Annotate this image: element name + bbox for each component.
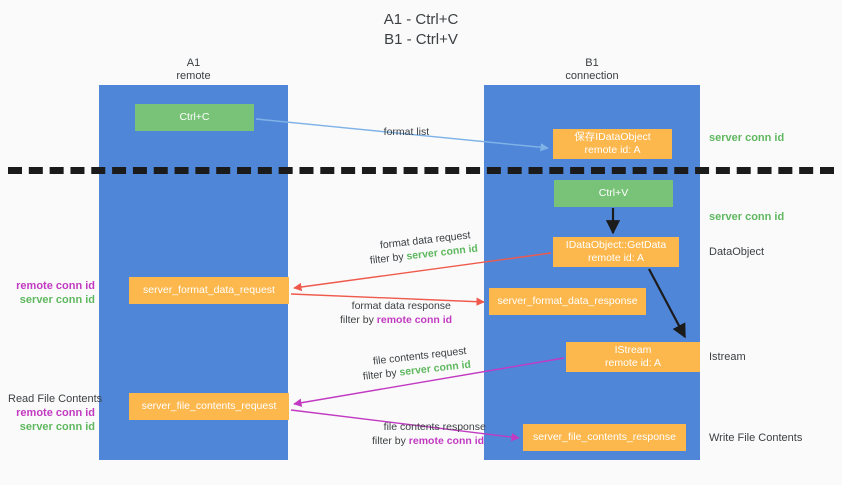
annotation-server-conn-id-mid: server conn id	[709, 211, 785, 223]
dashed-divider	[8, 167, 834, 174]
edge-label-format-list-text: format list	[383, 126, 430, 138]
lane-b1-subtitle: connection	[565, 70, 619, 82]
node-istream-label: IStream	[614, 344, 652, 356]
edge-label-file-contents-request-filter-prefix: filter by	[362, 366, 401, 383]
node-server-format-data-request[interactable]: server_format_data_request	[129, 277, 289, 304]
edge-label-format-data-response: format data response filter by remote co…	[340, 285, 452, 341]
node-idataobject-getdata[interactable]: IDataObject::GetData remote id: A	[553, 237, 679, 267]
edge-label-file-contents-response: file contents response filter by remote …	[372, 406, 486, 462]
edge-label-format-data-request: format data request filter by server con…	[366, 214, 480, 282]
node-save-idataobject-sublabel: remote id: A	[584, 144, 641, 156]
node-server-file-contents-response-label: server_file_contents_response	[532, 431, 676, 443]
annotation-remote-conn-id-1: remote conn id	[16, 280, 95, 292]
edge-label-format-data-response-filter-value: remote conn id	[376, 314, 453, 326]
annotation-format-data-conn-ids: remote conn id server conn id	[10, 279, 95, 307]
node-istream-sublabel: remote id: A	[604, 357, 662, 369]
node-idataobject-getdata-sublabel: remote id: A	[587, 252, 645, 264]
node-save-idataobject-label: 保存IDataObject	[574, 131, 651, 143]
annotation-server-conn-id-1: server conn id	[19, 294, 95, 306]
edge-label-format-data-request-filter-prefix: filter by	[369, 250, 408, 267]
edge-label-file-contents-request: file contents request filter by server c…	[359, 330, 473, 398]
node-save-idataobject[interactable]: 保存IDataObject remote id: A	[553, 129, 672, 159]
node-ctrl-v[interactable]: Ctrl+V	[554, 180, 673, 207]
annotation-dataobject: DataObject	[709, 246, 765, 258]
lane-a1-header: A1 remote	[99, 57, 288, 83]
node-server-file-contents-request-label: server_file_contents_request	[141, 400, 277, 412]
annotation-istream: Istream	[709, 351, 746, 363]
node-server-format-data-response[interactable]: server_format_data_response	[489, 288, 646, 315]
annotation-server-conn-id-2: server conn id	[19, 421, 95, 433]
edge-label-format-data-response-filter-prefix: filter by	[340, 314, 377, 326]
node-ctrl-v-label: Ctrl+V	[598, 187, 629, 199]
annotation-write-file-contents: Write File Contents	[709, 432, 803, 444]
lane-a1-title: A1	[186, 57, 201, 69]
annotation-read-file-contents: Read File Contents remote conn id server…	[8, 392, 102, 434]
lane-a1-subtitle: remote	[176, 70, 211, 82]
node-ctrl-c[interactable]: Ctrl+C	[135, 104, 254, 131]
page-title: A1 - Ctrl+C B1 - Ctrl+V	[383, 11, 459, 48]
edge-label-file-contents-response-filter-prefix: filter by	[372, 435, 409, 447]
annotation-remote-conn-id-2: remote conn id	[16, 407, 95, 419]
node-server-format-data-response-label: server_format_data_response	[497, 295, 638, 307]
edge-label-format-data-response-text: format data response	[351, 300, 451, 312]
node-server-format-data-request-label: server_format_data_request	[143, 284, 275, 296]
annotation-read-file-contents-title: Read File Contents	[8, 393, 103, 405]
node-idataobject-getdata-label: IDataObject::GetData	[565, 239, 667, 251]
node-server-file-contents-response[interactable]: server_file_contents_response	[523, 424, 686, 451]
edge-label-file-contents-response-text: file contents response	[383, 421, 486, 433]
node-istream[interactable]: IStream remote id: A	[566, 342, 700, 372]
node-server-file-contents-request[interactable]: server_file_contents_request	[129, 393, 289, 420]
edge-label-file-contents-response-filter-value: remote conn id	[408, 435, 485, 447]
annotation-server-conn-id-top: server conn id	[709, 132, 785, 144]
edge-label-format-list: format list	[372, 111, 430, 153]
node-ctrl-c-label: Ctrl+C	[179, 111, 210, 123]
lane-b1-header: B1 connection	[484, 57, 700, 83]
lane-b1-title: B1	[585, 57, 599, 69]
